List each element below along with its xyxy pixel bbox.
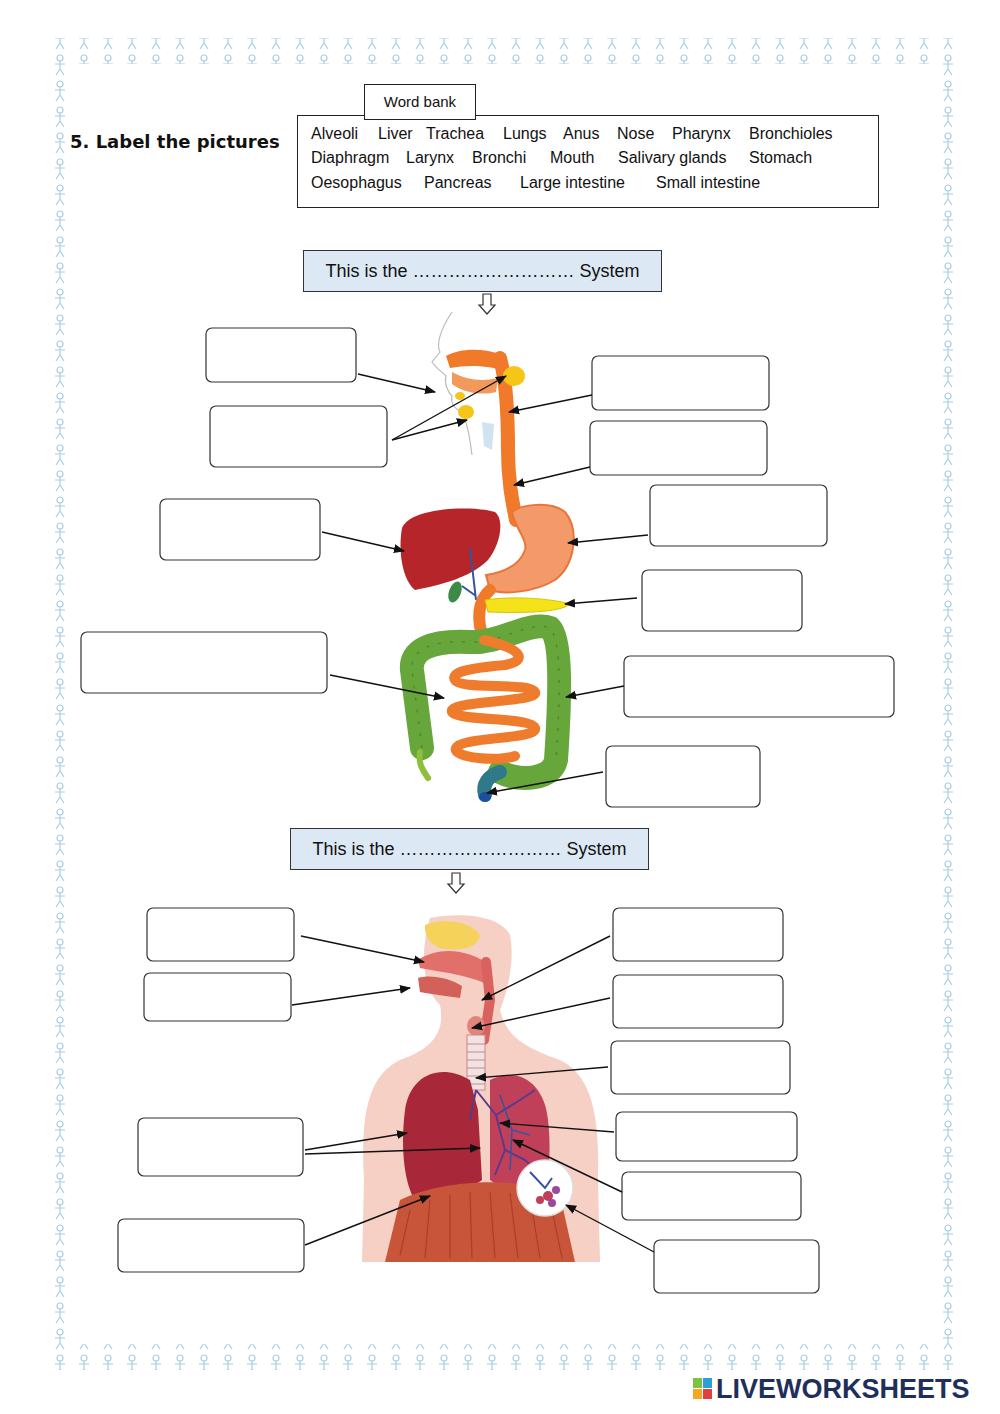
word-bank-term: Larynx <box>406 148 454 168</box>
word-bank-term: Trachea <box>426 124 484 144</box>
word-bank-term: Liver <box>378 124 413 144</box>
word-bank-term: Oesophagus <box>311 173 402 193</box>
word-bank-term: Alveoli <box>311 124 358 144</box>
word-bank-term: Salivary glands <box>618 148 727 168</box>
word-bank-box: AlveoliLiverTracheaLungsAnusNosePharynxB… <box>297 115 879 208</box>
word-bank-term: Nose <box>617 124 654 144</box>
answer-boxes <box>81 328 894 1293</box>
down-arrow <box>448 873 464 893</box>
word-bank-term: Bronchioles <box>749 124 833 144</box>
decorative-border <box>44 38 956 1370</box>
word-bank-term: Small intestine <box>656 173 760 193</box>
box-label: Word bank <box>384 92 456 112</box>
digestive-system-illustration <box>401 312 574 802</box>
word-bank-term: Bronchi <box>472 148 526 168</box>
word-bank-term: Pancreas <box>424 173 492 193</box>
worksheet-heading: 5. Label the pictures <box>70 130 280 154</box>
word-bank-term: Mouth <box>550 148 594 168</box>
watermark: LIVEWORKSHEETS <box>716 1374 970 1404</box>
respiratory-system-illustration <box>362 915 600 1262</box>
word-bank-term: Stomach <box>749 148 812 168</box>
logo-icon <box>693 1378 712 1399</box>
word-bank-term: Anus <box>563 124 599 144</box>
box-label: This is the ……………………… System <box>312 839 626 859</box>
word-bank-term: Diaphragm <box>311 148 389 168</box>
word-bank-term: Large intestine <box>520 173 625 193</box>
box-label: This is the ……………………… System <box>325 261 639 281</box>
word-bank-term: Lungs <box>503 124 547 144</box>
system-title-box: This is the ……………………… System <box>303 250 662 292</box>
word-bank-tab: Word bank <box>364 84 476 120</box>
leader-arrows <box>292 374 654 1252</box>
word-bank-term: Pharynx <box>672 124 731 144</box>
system-title-box: This is the ……………………… System <box>290 828 649 870</box>
down-arrow <box>479 294 495 314</box>
